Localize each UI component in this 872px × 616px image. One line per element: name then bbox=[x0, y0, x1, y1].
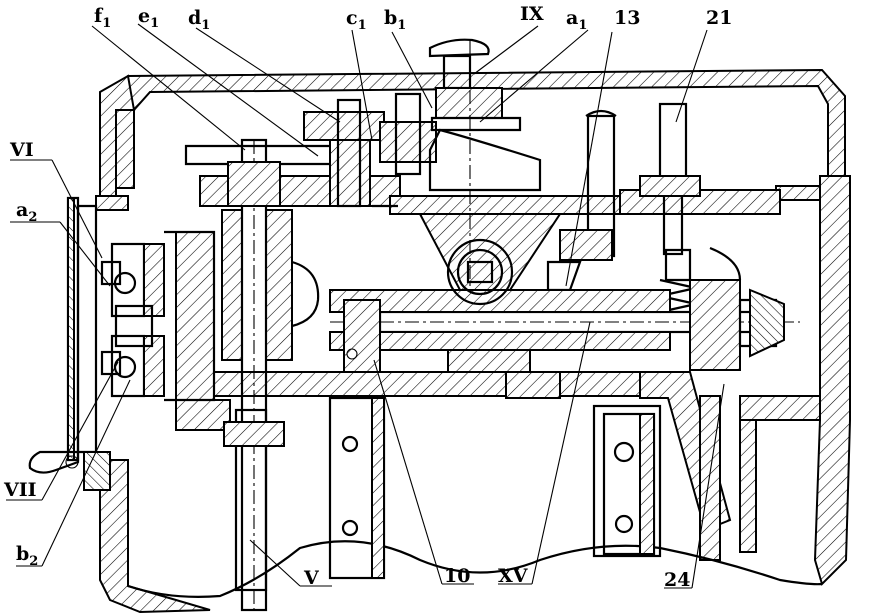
callout-labels: f1 e1 d1 c1 b1 IX a1 13 21 VI a2 VII b2 … bbox=[3, 3, 732, 591]
label-d1: d1 bbox=[188, 7, 210, 33]
label-c1: c1 bbox=[346, 7, 367, 33]
label-a2: a2 bbox=[16, 199, 37, 225]
vertical-shaft-v bbox=[221, 138, 320, 612]
label-e1: e1 bbox=[138, 5, 159, 31]
label-a1: a1 bbox=[566, 7, 587, 33]
label-vi: VI bbox=[9, 139, 34, 161]
label-f1: f1 bbox=[94, 5, 111, 31]
label-xv: XV bbox=[498, 565, 529, 587]
label-21: 21 bbox=[706, 7, 732, 29]
upper-gear-train bbox=[184, 92, 437, 208]
label-vii: VII bbox=[3, 479, 37, 501]
label-b2: b2 bbox=[16, 543, 38, 569]
label-24: 24 bbox=[664, 569, 690, 591]
lower-cylinders bbox=[341, 397, 655, 579]
label-10: 10 bbox=[444, 565, 470, 587]
left-pulleys bbox=[100, 230, 216, 402]
label-v: V bbox=[303, 567, 320, 589]
top-spindle-ix bbox=[428, 38, 542, 300]
leader-lines bbox=[6, 23, 725, 589]
label-b1: b1 bbox=[384, 7, 406, 33]
horizontal-shaft-xv bbox=[329, 246, 800, 399]
label-13: 13 bbox=[614, 7, 640, 29]
label-ix: IX bbox=[520, 3, 544, 25]
center-cam bbox=[446, 238, 514, 306]
